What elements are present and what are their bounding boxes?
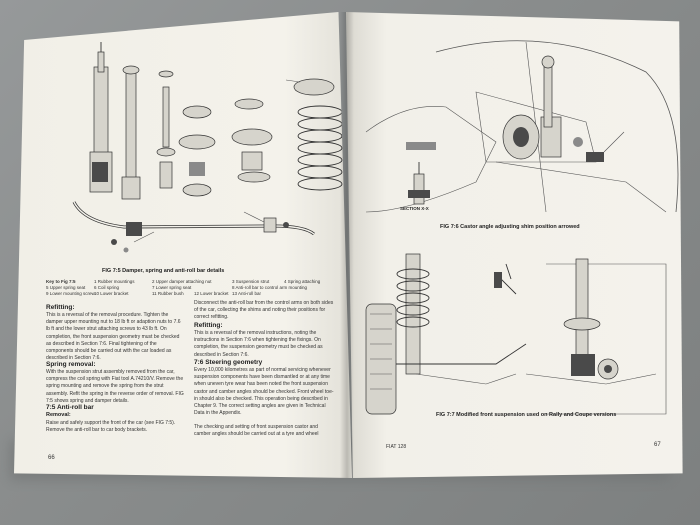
key-item: 11 Rubber bush: [152, 291, 184, 296]
refitting-heading: Refitting:: [46, 304, 75, 311]
key-item: 2 Upper damper attaching nut: [152, 279, 212, 284]
page-number-right: 67: [654, 442, 661, 448]
figure-6-caption: FIG 7:6 Castor angle adjusting shim posi…: [440, 224, 580, 230]
steering-text-2: The checking and setting of front suspen…: [194, 424, 319, 438]
key-item: 10 Lower bracket: [94, 291, 129, 296]
key-item: 4 Spring attaching: [284, 279, 321, 284]
key-item: 3 Suspension strut: [232, 279, 270, 284]
disconnect-text: Disconnect the anti-roll bar from the co…: [194, 300, 334, 321]
footer-text: FIAT 128: [386, 444, 407, 450]
key-item: 1 Rubber mountings: [94, 279, 135, 284]
key-item: 8 Anti-roll bar to control arm mounting: [232, 285, 308, 290]
figure-caption: FIG 7:5 Damper, spring and anti-roll bar…: [102, 268, 225, 274]
steering-text: Every 10,000 kilometres as part of norma…: [194, 367, 334, 417]
refitting-heading-2: Refitting:: [194, 322, 223, 329]
refitting-text: This is a reversal of the removal proced…: [46, 312, 181, 362]
left-page: FIG 7:5 Damper, spring and anti-roll bar…: [14, 12, 352, 478]
refitting-text-2: This is a reversal of the removal instru…: [194, 330, 323, 358]
spine-shadow: [340, 12, 354, 478]
figure-7-caption: FIG 7:7 Modified front suspension used o…: [436, 412, 617, 418]
modified-suspension-diagram: [365, 253, 667, 415]
key-item: 5 Upper spring seat: [46, 285, 86, 290]
open-manual: FIG 7:5 Damper, spring and anti-roll bar…: [14, 12, 686, 478]
key-item: 9 Lower mounting screw: [46, 291, 95, 296]
damper-spring-diagram: [72, 42, 343, 253]
steering-geometry-heading: 7:6 Steering geometry: [194, 359, 263, 366]
key-item: 7 Lower spring seat: [152, 285, 192, 290]
key-title: Key to Fig 7:5: [46, 279, 76, 284]
spring-removal-text: With the suspension strut assembly remov…: [46, 369, 184, 404]
castor-angle-diagram: [365, 40, 679, 213]
key-item: 6 Coil spring: [94, 285, 120, 290]
right-page: SECTION X-X FIG 7:6 Castor angle adjusti…: [346, 12, 683, 478]
key-item: 12 Lower bracket: [194, 291, 229, 296]
removal-text: Raise and safely support the front of th…: [46, 420, 176, 434]
page-number-left: 66: [48, 455, 55, 461]
section-label: SECTION X-X: [400, 206, 429, 211]
spring-removal-heading: Spring removal:: [46, 361, 96, 368]
removal-heading: Removal:: [46, 412, 71, 418]
anti-roll-bar-heading: 7:5 Anti-roll bar: [46, 404, 94, 411]
key-item: 13 Anti-roll bar: [232, 291, 262, 296]
